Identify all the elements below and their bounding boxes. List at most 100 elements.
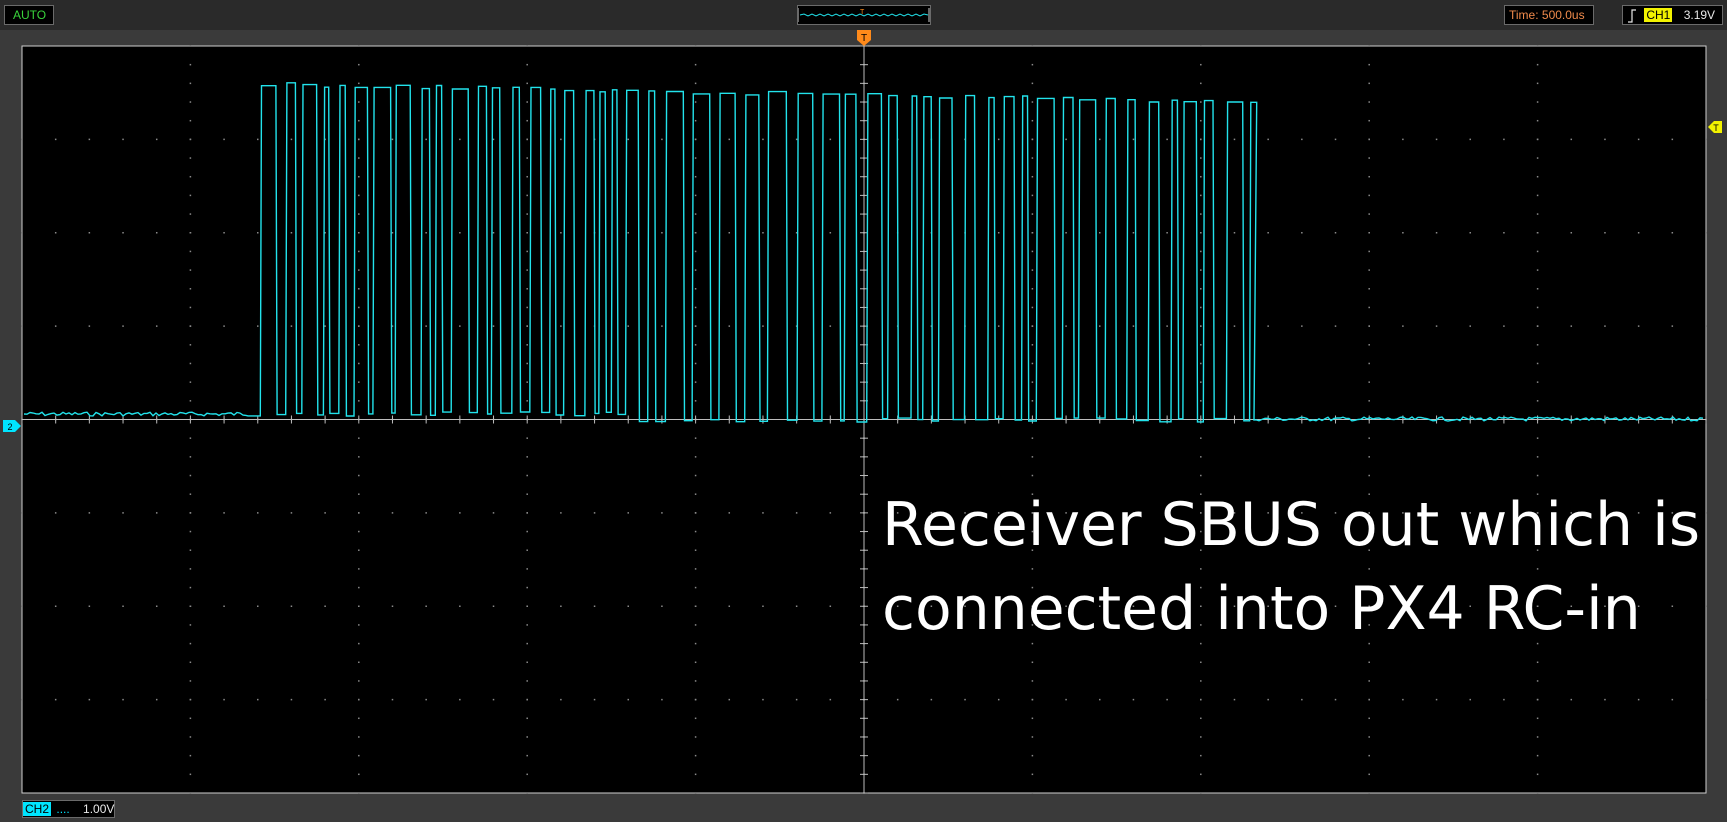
grid-dot [1536,680,1539,682]
grid-dot [1233,232,1236,234]
acquisition-mode-indicator[interactable]: AUTO [4,5,54,25]
grid-dot [189,792,192,794]
grid-dot [1200,717,1202,720]
grid-dot [762,138,764,141]
grid-dot [1200,157,1202,159]
trigger-level-marker[interactable]: T [1708,121,1722,133]
grid-dot [1166,138,1168,141]
waveform-overview[interactable]: T [797,5,931,25]
timebase-indicator[interactable]: Time: 500.0us [1504,5,1594,25]
grid-dot [1705,325,1707,327]
grid-dot [1031,717,1034,720]
grid-dot [1031,175,1034,178]
acquisition-mode-label: AUTO [13,8,47,22]
grid-dot [1368,773,1370,776]
grid-dot [1301,512,1303,514]
grid-dot [1031,586,1034,589]
grid-dot [358,119,360,122]
grid-dot [694,269,697,271]
grid-dot [21,512,23,514]
grid-dot [1402,512,1404,514]
grid-dot [1536,157,1539,159]
grid-dot [694,250,697,253]
ch2-ground-marker[interactable]: 2 [3,420,21,432]
grid-dot [627,698,629,701]
grid-dot [189,493,192,495]
grid-dot [1536,194,1539,197]
grid-dot [492,325,495,327]
ch2-settings[interactable]: CH2 .... 1.00V [22,800,115,818]
grid-dot [694,717,697,720]
grid-dot [358,269,360,271]
grid-dot [358,213,360,215]
grid-dot [1671,232,1674,234]
grid-dot [1233,605,1236,607]
grid-dot [694,493,697,495]
trigger-position-marker[interactable]: T [857,30,871,46]
grid-dot [324,325,326,327]
grid-dot [358,288,360,290]
grid-dot [223,232,225,234]
grid-dot [1637,605,1640,607]
grid-dot [189,213,192,215]
grid-dot [1402,325,1404,327]
grid-dot [997,138,1000,141]
grid-dot [1604,698,1606,701]
grid-dot [459,512,461,514]
grid-dot [1469,698,1471,701]
grid-dot [189,680,192,682]
grid-dot [694,792,697,794]
grid-dot [1503,698,1505,701]
grid-dot [358,362,360,365]
grid-dot [526,493,528,495]
grid-dot [1570,512,1573,514]
grid-dot [1166,698,1168,701]
grid-dot [1031,736,1034,738]
grid-dot [189,586,192,589]
grid-dot [1368,288,1370,290]
grid-dot [1132,325,1135,327]
grid-dot [155,698,158,701]
grid-dot [1200,344,1202,346]
grid-dot [1536,288,1539,290]
grid-dot [459,138,461,141]
grid-dot [1031,288,1034,290]
grid-dot [1031,63,1034,66]
grid-dot [1065,698,1067,701]
grid-dot [1031,101,1034,103]
grid-dot [1536,381,1539,383]
grid-dot [1132,698,1135,701]
grid-dot [1031,530,1034,533]
grid-dot [1334,325,1337,327]
grid-dot [1200,138,1202,141]
trigger-settings[interactable]: CH1 3.19V [1622,5,1723,25]
grid-dot [492,605,495,607]
grid-dot [1368,213,1370,215]
annotation-line-1: Receiver SBUS out which is [882,490,1701,560]
grid-dot [358,754,360,757]
grid-dot [526,773,528,776]
grid-dot [1536,754,1539,757]
grid-dot [1200,661,1202,664]
grid-dot [1368,119,1370,122]
grid-dot [21,138,23,141]
grid-dot [661,232,663,234]
grid-dot [1132,605,1135,607]
grid-dot [829,138,832,141]
grid-dot [1200,530,1202,533]
grid-dot [1368,250,1370,253]
grid-dot [694,82,697,85]
grid-dot [1469,232,1471,234]
grid-dot [88,605,91,607]
grid-dot [1031,493,1034,495]
grid-dot [1368,306,1370,309]
grid-dot [358,530,360,533]
grid-dot [324,605,326,607]
grid-dot [189,437,192,439]
grid-dot [1031,250,1034,253]
grid-dot [795,512,798,514]
grid-dot [358,605,360,607]
grid-dot [526,157,528,159]
grid-dot [526,138,528,141]
